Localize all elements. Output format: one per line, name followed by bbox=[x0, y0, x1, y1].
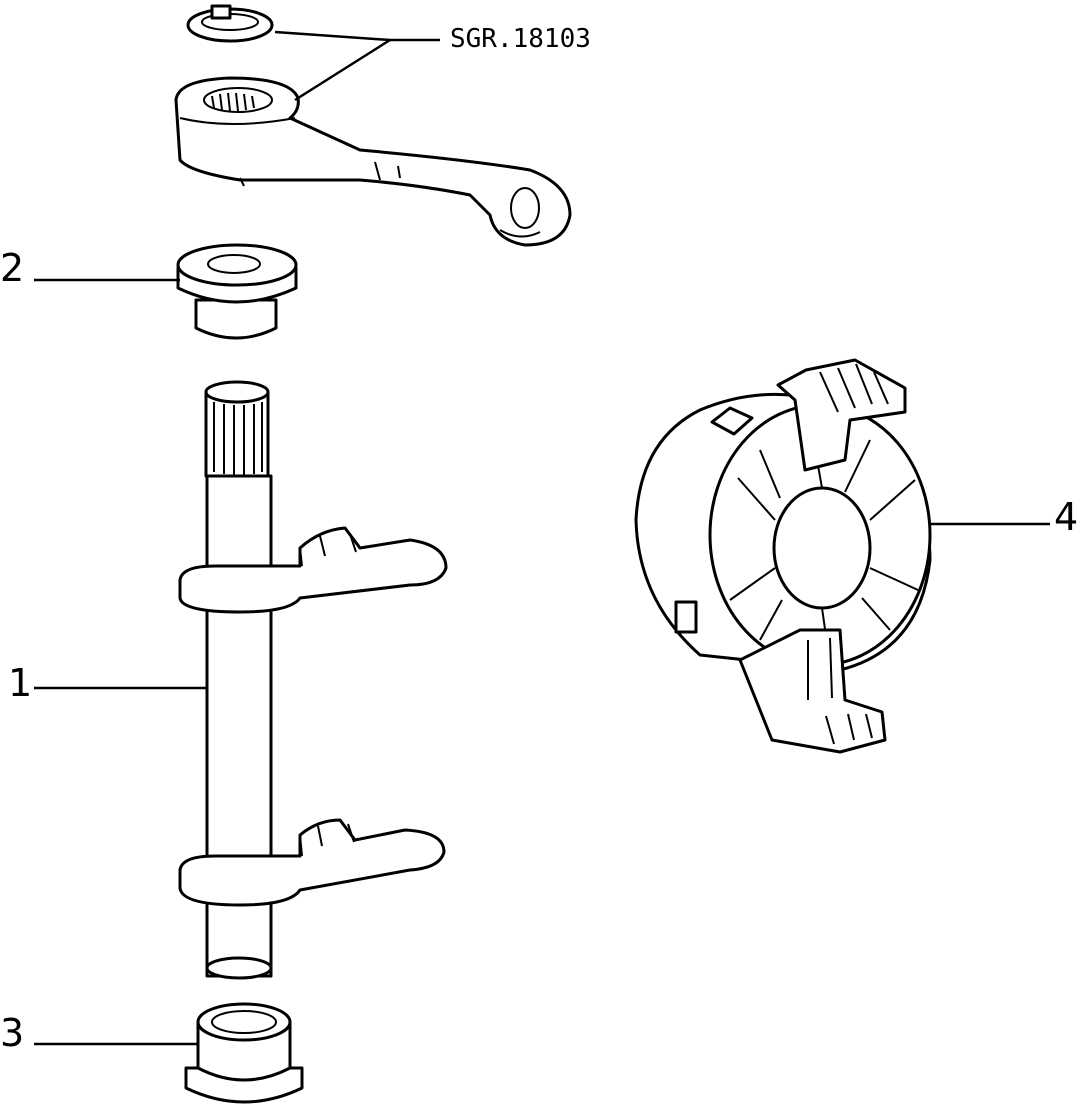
item-number-3: 3 bbox=[0, 1011, 24, 1055]
item-number-2: 2 bbox=[0, 246, 24, 290]
shift-shaft bbox=[178, 380, 448, 980]
release-bearing bbox=[634, 358, 932, 754]
leader-lines bbox=[34, 30, 1050, 1046]
circlip bbox=[186, 4, 274, 43]
lever-arm bbox=[174, 76, 572, 247]
part-code-label: SGR.18103 bbox=[450, 24, 591, 54]
lower-bushing bbox=[184, 1002, 304, 1104]
item-number-4: 4 bbox=[1054, 495, 1078, 539]
item-number-1: 1 bbox=[8, 661, 32, 705]
upper-bushing bbox=[176, 243, 298, 340]
